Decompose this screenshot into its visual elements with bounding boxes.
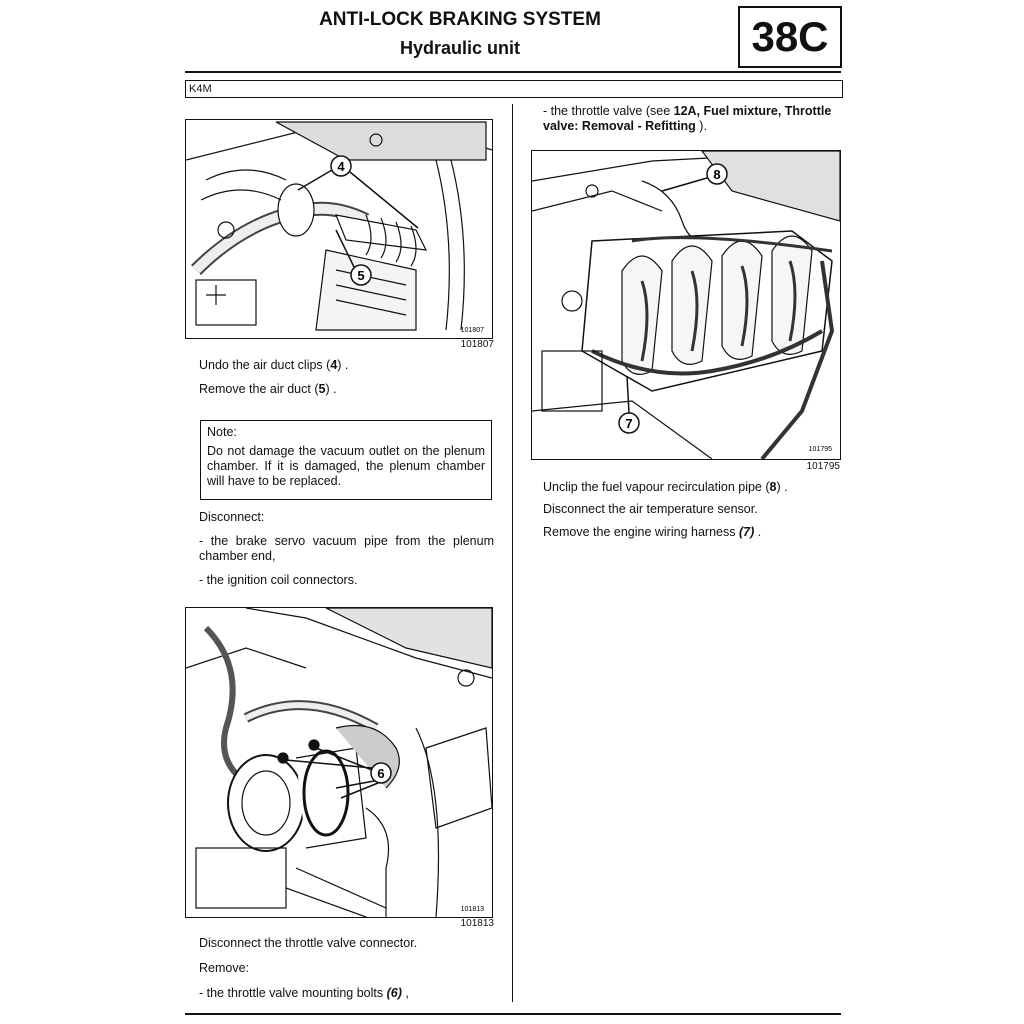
step-undo-clips: Undo the air duct clips (4) .	[199, 358, 349, 372]
callout-4: 4	[337, 159, 345, 174]
note-body: Do not damage the vacuum outlet on the p…	[207, 444, 485, 488]
note-box: Note: Do not damage the vacuum outlet on…	[200, 420, 492, 500]
section-code: 38C	[738, 6, 842, 68]
bullet-ignition-coil: - the ignition coil connectors.	[199, 573, 358, 587]
figure-number: 101807	[460, 339, 494, 350]
callout-7: 7	[625, 416, 632, 431]
figure-number: 101795	[806, 461, 840, 472]
note-title: Note:	[207, 425, 237, 439]
page-title: ANTI-LOCK BRAKING SYSTEM	[319, 9, 601, 30]
figure-number: 101813	[460, 918, 494, 929]
air-duct-illustration: 4 5 101807	[186, 121, 492, 334]
disconnect-heading: Disconnect:	[199, 510, 265, 524]
figure-inset-number: 101807	[461, 327, 484, 334]
figure-air-duct: 4 5 101807	[185, 119, 493, 339]
figure-intake-manifold: 8 7 101795	[531, 150, 841, 460]
step-disconnect-connector: Disconnect the throttle valve connector.	[199, 936, 418, 950]
step-remove-harness: Remove the engine wiring harness (7) .	[543, 525, 762, 539]
step-unclip-pipe: Unclip the fuel vapour recirculation pip…	[543, 480, 788, 494]
callout-8: 8	[713, 167, 720, 182]
figure-throttle-valve: 6 101813	[185, 607, 493, 918]
bullet-vacuum-pipe: - the brake servo vacuum pipe from the p…	[199, 534, 494, 563]
callout-6: 6	[377, 766, 384, 781]
figure-inset-number: 101795	[809, 446, 832, 453]
bullet-mounting-bolts: - the throttle valve mounting bolts (6) …	[199, 986, 409, 1000]
footer-rule	[185, 1013, 841, 1015]
step-disconnect-sensor: Disconnect the air temperature sensor.	[543, 502, 758, 516]
header-rule	[185, 71, 841, 73]
engine-code: K4M	[185, 80, 843, 98]
callout-5: 5	[357, 268, 364, 283]
column-divider	[512, 104, 513, 1002]
throttle-valve-illustration: 6 101813	[186, 608, 492, 917]
page-subtitle: Hydraulic unit	[399, 38, 520, 58]
intake-manifold-illustration: 8 7 101795	[532, 151, 840, 459]
bullet-throttle-valve: - the throttle valve (see 12A, Fuel mixt…	[543, 104, 832, 133]
figure-inset-number: 101813	[461, 906, 484, 913]
remove-heading: Remove:	[199, 961, 250, 975]
step-remove-duct: Remove the air duct (5) .	[199, 382, 337, 396]
